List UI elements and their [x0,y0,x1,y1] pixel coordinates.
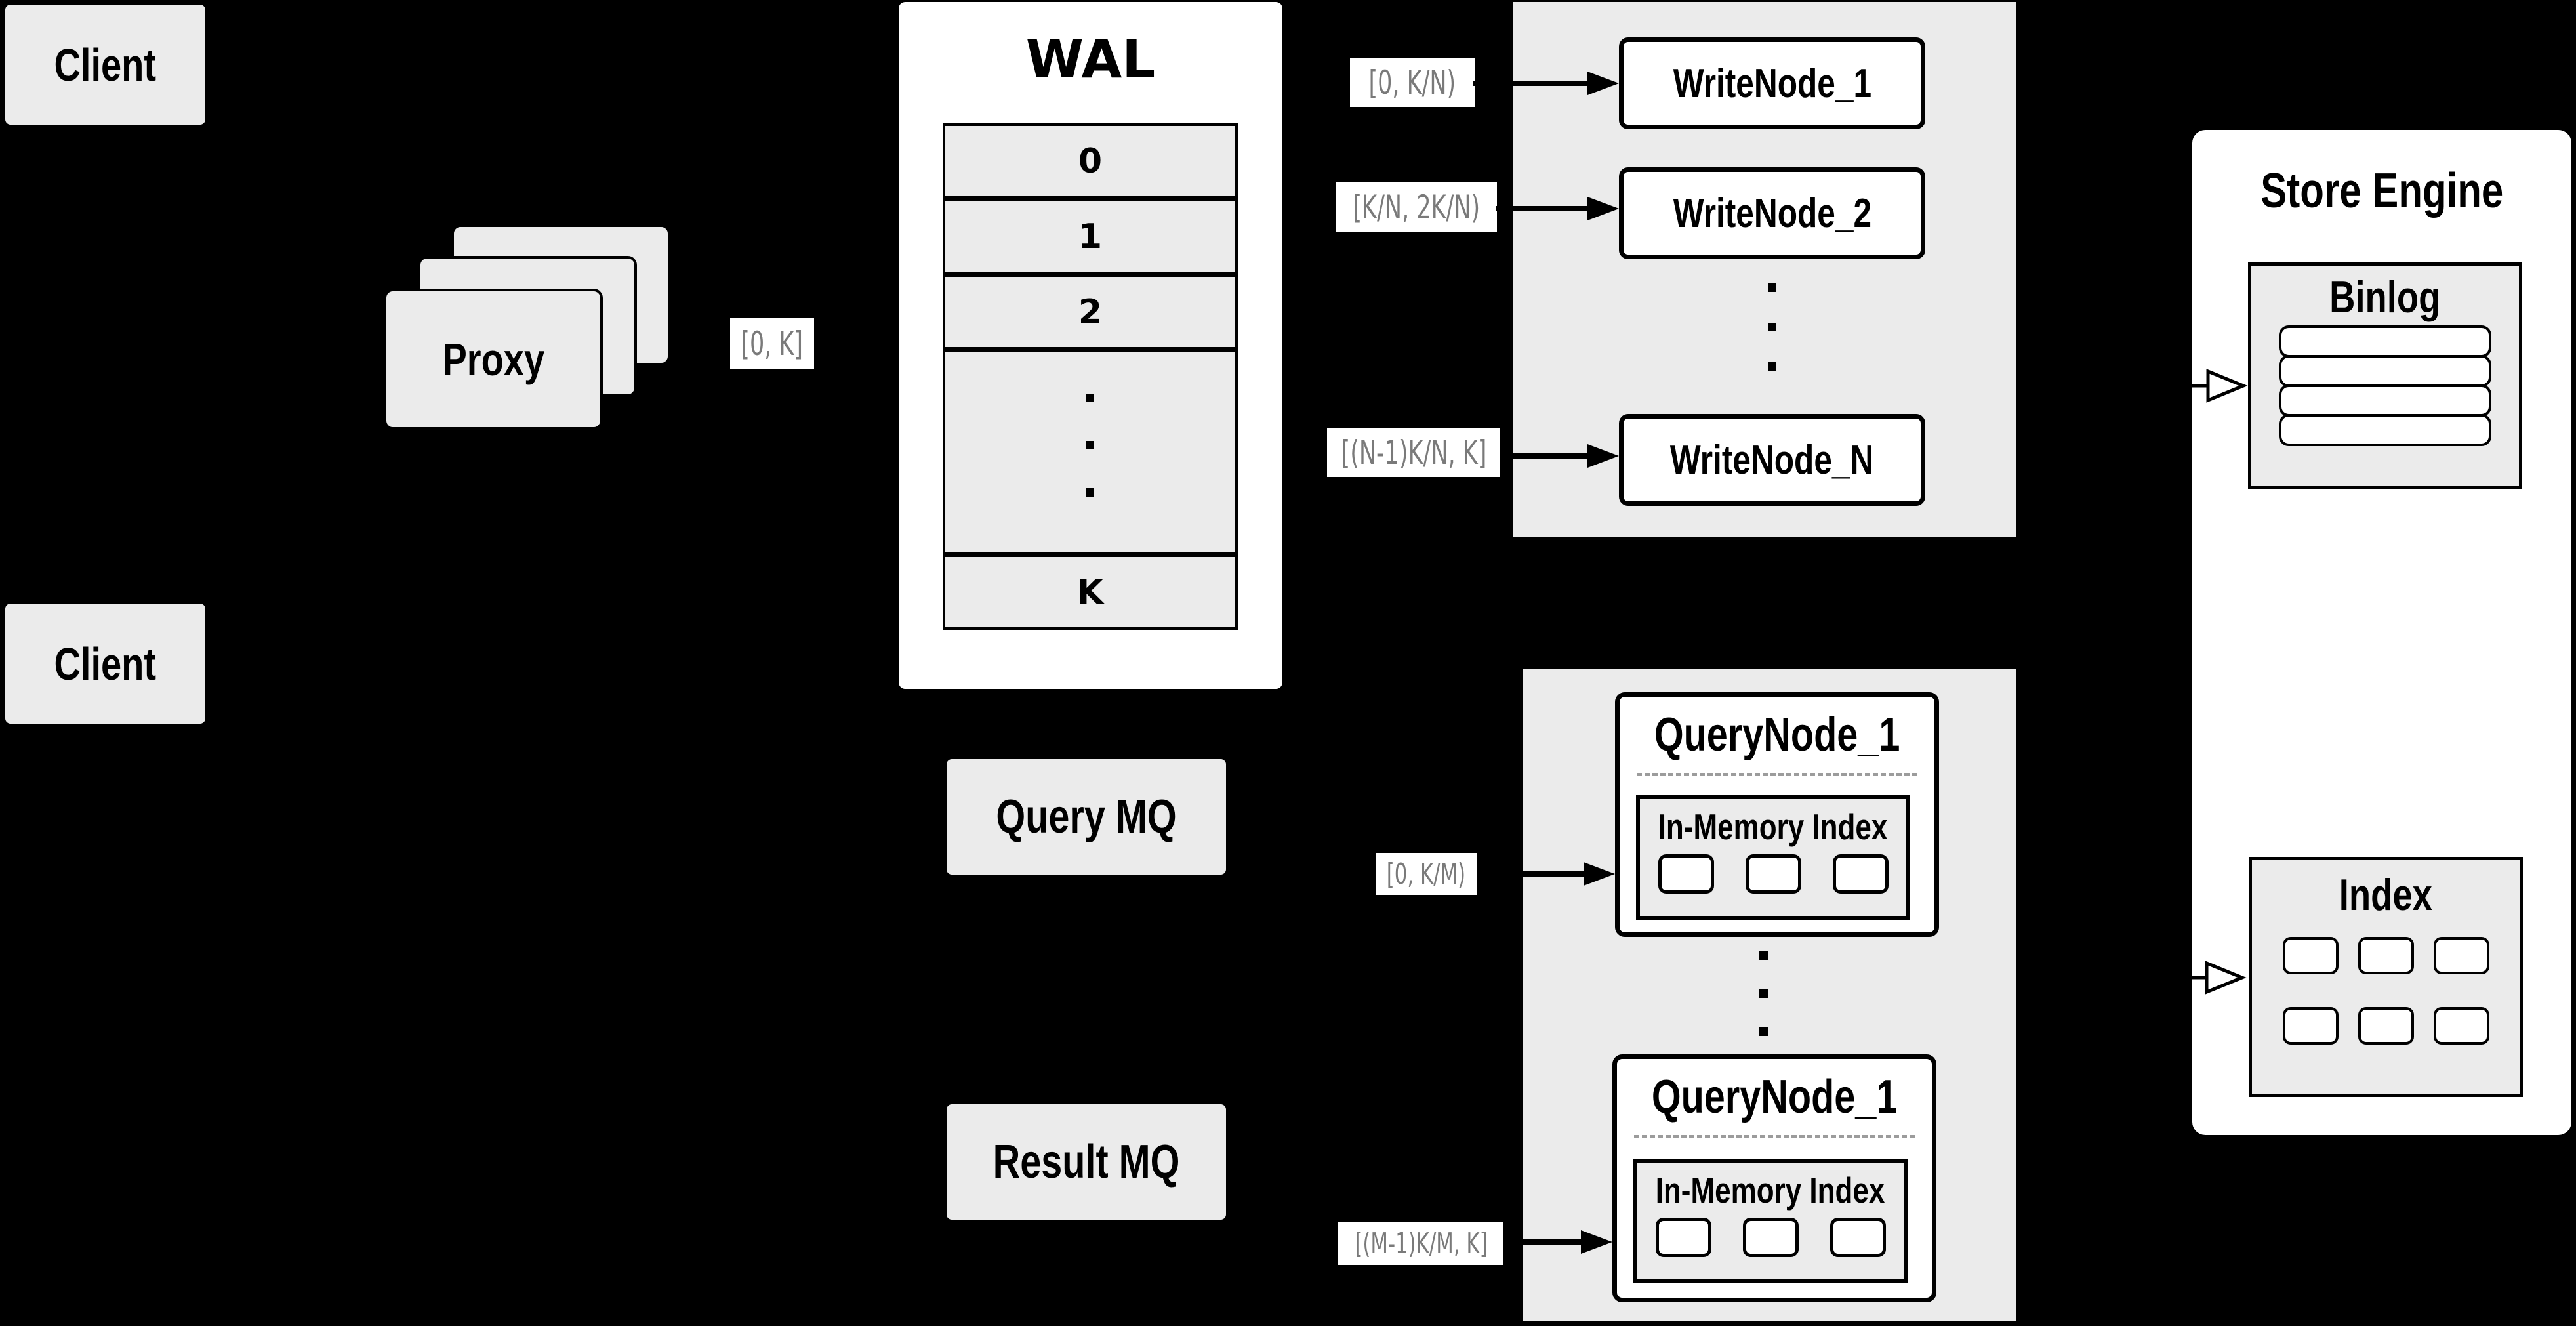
segment-block [1655,1218,1711,1257]
index-cell [2282,937,2339,974]
query-node-bottom-title: QueryNode_1 [1651,1071,1898,1123]
segment-block [1658,854,1714,894]
wal-row-2: 2 [943,274,1238,350]
index-cell [2433,1007,2489,1045]
binlog-row [2279,325,2491,358]
result-mq-box: Result MQ [947,1104,1226,1220]
store-engine-title: Store Engine [2260,163,2504,218]
segment-block [1742,1218,1799,1257]
binlog-box: Binlog [2248,262,2522,489]
client-bottom-label: Client [54,638,157,690]
index-box: Index [2249,857,2523,1097]
client-top-box: Client [5,5,205,125]
in-memory-index-top-box: In-Memory Index [1636,795,1910,920]
index-cell [2358,1007,2414,1045]
wal-row-0: 0 [943,123,1238,199]
query-node-bottom-divider [1634,1135,1915,1138]
proxy-range-label: [0, K] [730,318,814,369]
write-range-label-3: [(N-1)K/N, K] [1327,428,1500,477]
index-title: Index [2339,869,2433,920]
write-node-n-box: WriteNode_N [1619,414,1925,506]
proxy-label: Proxy [442,333,544,385]
binlog-row [2279,384,2491,417]
wal-ellipsis-dot [1086,394,1094,402]
binlog-row [2279,414,2491,446]
in-memory-index-bottom-title: In-Memory Index [1656,1170,1885,1211]
index-cells-row [2252,937,2520,974]
write-cluster-ellipsis-dot [1768,362,1776,371]
index-cells-row [2252,1007,2520,1045]
write-range-label-2: [K/N, 2K/N) [1336,182,1497,232]
write-node-1-box: WriteNode_1 [1619,37,1925,129]
query-range-label-2: [(M-1)K/M, K] [1338,1222,1503,1265]
in-memory-index-top-segments [1640,854,1906,894]
query-cluster-ellipsis-dot [1759,989,1768,998]
client-top-label: Client [54,39,157,91]
binlog-title: Binlog [2329,272,2441,322]
write-cluster-ellipsis-dot [1768,323,1776,331]
segment-block [1832,854,1889,894]
segment-block [1745,854,1801,894]
write-cluster-ellipsis-dot [1768,283,1776,292]
wal-title: WAL [1025,28,1156,90]
wal-row-k: K [943,554,1238,630]
wal-row-1: 1 [943,199,1238,274]
client-bottom-box: Client [5,604,205,724]
query-cluster-ellipsis-dot [1759,951,1768,960]
in-memory-index-bottom-box: In-Memory Index [1633,1159,1908,1283]
index-cell [2433,937,2489,974]
index-cell [2282,1007,2339,1045]
segment-block [1830,1218,1886,1257]
query-range-label-1: [0, K/M) [1376,853,1477,895]
wal-ellipsis-dot [1086,488,1094,497]
in-memory-index-top-title: In-Memory Index [1658,806,1888,847]
proxy-card-front: Proxy [384,289,603,430]
write-node-2-box: WriteNode_2 [1619,167,1925,259]
index-cell [2358,937,2414,974]
binlog-rows [2251,325,2519,446]
query-cluster-ellipsis-dot [1759,1027,1768,1036]
query-node-top-title: QueryNode_1 [1654,709,1900,761]
wal-row-ellipsis [943,350,1238,554]
query-node-top-divider [1637,773,1917,776]
write-range-label-1: [0, K/N) [1350,58,1475,107]
query-node-bottom-box: QueryNode_1 In-Memory Index [1612,1054,1936,1302]
query-mq-box: Query MQ [947,759,1226,875]
in-memory-index-bottom-segments [1637,1218,1904,1257]
query-node-top-box: QueryNode_1 In-Memory Index [1615,692,1939,937]
wal-ellipsis-dot [1086,441,1094,449]
binlog-row [2279,355,2491,387]
